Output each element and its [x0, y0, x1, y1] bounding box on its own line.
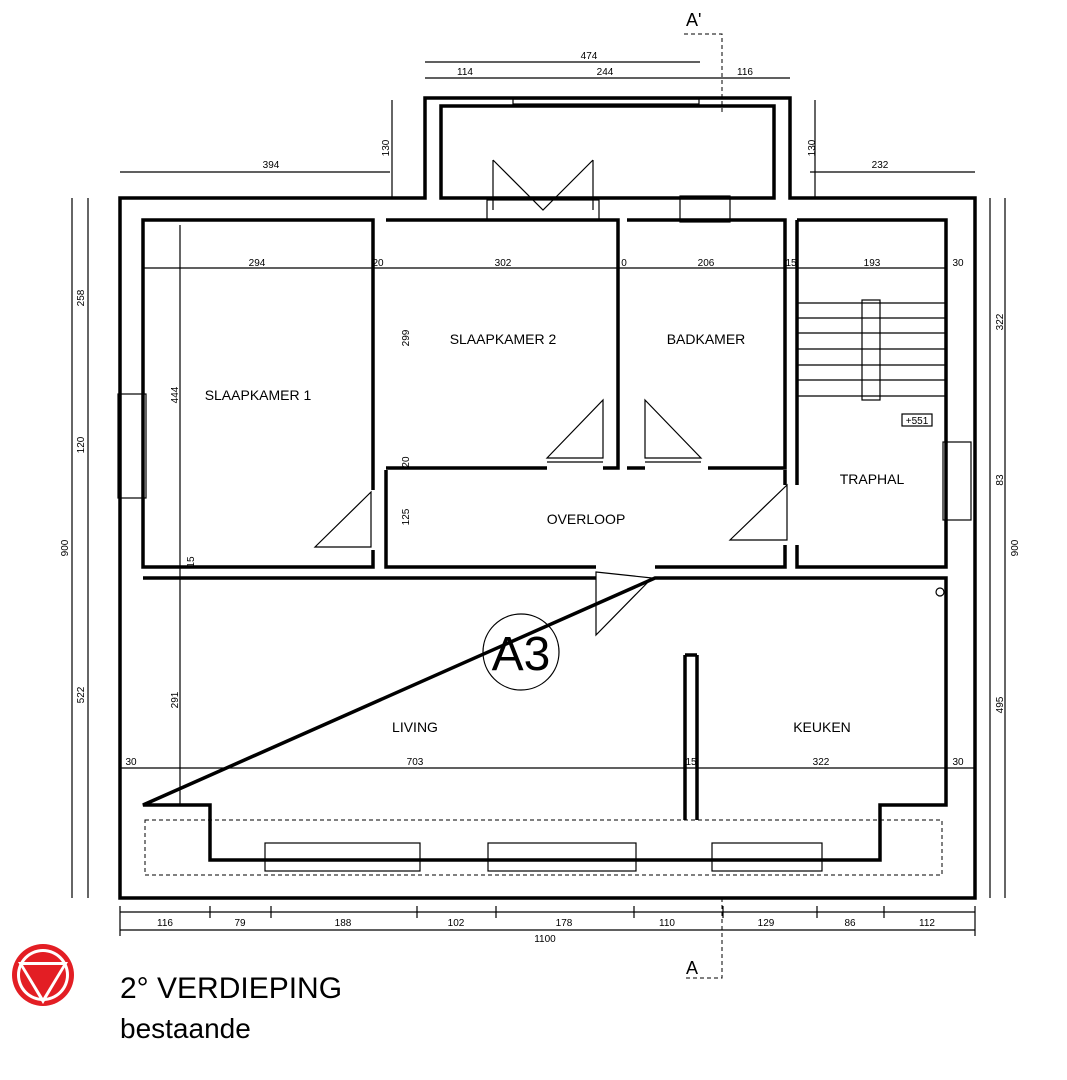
dim-label: 112	[919, 918, 935, 929]
dim-label: 188	[335, 918, 352, 929]
door-traphal	[728, 483, 788, 541]
room-label-slaapkamer2: SLAAPKAMER 2	[450, 331, 557, 347]
dim-label: 125	[401, 508, 412, 525]
balcony	[439, 104, 776, 200]
dim-label: 30	[125, 757, 137, 768]
dim-label: 258	[76, 289, 87, 306]
dim-label: 206	[698, 258, 715, 269]
section-mark-bottom: A	[686, 958, 698, 978]
dim-label: 15	[186, 556, 197, 568]
living-walls	[142, 576, 948, 862]
dim-label: 299	[401, 329, 412, 346]
level-mark-box	[901, 413, 933, 427]
dim-label: 20	[401, 456, 412, 468]
dim-label: 1100	[534, 934, 556, 945]
dim-label: 302	[495, 258, 512, 269]
dim-label: 83	[995, 474, 1006, 486]
window-top	[486, 199, 600, 221]
dim-label: 900	[1010, 539, 1021, 556]
room-label-slaapkamer1: SLAAPKAMER 1	[205, 387, 312, 403]
dim-label: 244	[597, 67, 614, 78]
dim-label: 444	[170, 386, 181, 403]
window-bath	[679, 195, 731, 223]
dim-label: 703	[407, 757, 424, 768]
dim-label: 116	[737, 67, 753, 78]
door-living	[595, 571, 654, 637]
dim-label: 30	[952, 757, 964, 768]
balcony-window	[512, 98, 700, 105]
staircase	[797, 299, 946, 401]
dim-label: 322	[995, 313, 1006, 330]
drawing-subtitle: bestaande	[120, 1013, 251, 1044]
room-label-living: LIVING	[392, 719, 438, 735]
dim-label: 495	[995, 696, 1006, 713]
dim-label: 86	[844, 918, 856, 929]
pipe-icon	[935, 587, 945, 597]
dim-label: 178	[556, 918, 573, 929]
bay-window	[144, 819, 943, 876]
sheet-label: A3	[492, 628, 551, 681]
dim-label: 79	[234, 918, 246, 929]
door-slaapkamer2	[545, 398, 604, 463]
dimension-lines	[71, 61, 1006, 931]
dim-label: 15	[785, 258, 797, 269]
dim-label: 102	[448, 918, 465, 929]
dim-label: 291	[170, 691, 181, 708]
dim-label: 15	[685, 757, 697, 768]
door-badkamer	[644, 398, 703, 463]
section-line-top	[684, 33, 723, 115]
window-3	[711, 842, 823, 872]
dim-label: 120	[76, 436, 87, 453]
dim-label: 322	[813, 757, 830, 768]
window-left	[117, 393, 147, 499]
dim-label: 900	[60, 539, 71, 556]
overloop-walls	[384, 470, 787, 569]
door-balcony	[492, 159, 594, 211]
room-label-keuken: KEUKEN	[793, 719, 851, 735]
room-label-badkamer: BADKAMER	[667, 331, 746, 347]
dim-label: 0	[621, 258, 627, 269]
north-logo-icon	[12, 944, 74, 1006]
dim-label: 130	[807, 139, 818, 156]
kitchen-partition	[683, 653, 699, 820]
dim-label: 114	[457, 67, 473, 78]
dim-label: 130	[381, 139, 392, 156]
section-line-bottom	[684, 898, 723, 979]
dim-label: 129	[758, 918, 775, 929]
door-slaapkamer1	[313, 490, 372, 548]
dim-label: 522	[76, 686, 87, 703]
dim-label: 474	[581, 51, 598, 62]
room-label-overloop: OVERLOOP	[547, 511, 626, 527]
dim-label: 232	[872, 160, 889, 171]
drawing-title: 2° VERDIEPING	[120, 972, 342, 1005]
window-1	[264, 842, 421, 872]
outer-wall	[118, 96, 977, 900]
dim-label: 193	[864, 258, 881, 269]
room-label-traphal: TRAPHAL	[840, 471, 905, 487]
dim-label: 30	[952, 258, 964, 269]
dim-label: 294	[249, 258, 266, 269]
level-mark: +551	[906, 416, 929, 427]
section-mark-top: A'	[686, 10, 701, 30]
sheet-label-circle	[482, 613, 560, 691]
window-right	[942, 441, 972, 521]
dim-label: 116	[157, 918, 173, 929]
badkamer-walls	[627, 218, 787, 470]
dim-label: 20	[372, 258, 384, 269]
window-2	[487, 842, 637, 872]
dim-label: 110	[659, 918, 675, 929]
traphal-walls	[795, 218, 948, 569]
dim-label: 394	[263, 160, 280, 171]
bottom-dim-ticks	[119, 906, 976, 936]
